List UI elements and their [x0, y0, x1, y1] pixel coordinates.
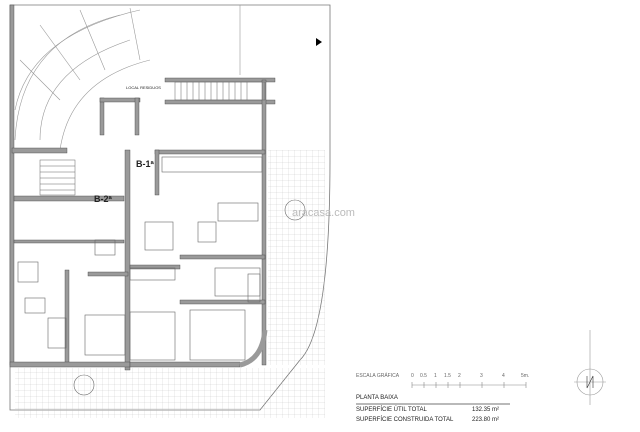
- ramp-arcs: [14, 7, 151, 151]
- walls: [9, 4, 276, 371]
- entry-arrow-icon: [316, 38, 322, 46]
- scale-tick: 5m.: [521, 373, 530, 379]
- scale-tick: 1.5: [444, 373, 451, 379]
- unit-label-b1: B-1ª: [136, 159, 154, 169]
- stairs: [39, 81, 266, 196]
- scale-tick: 0: [411, 373, 414, 379]
- scale-tick: 2: [458, 373, 461, 379]
- scale-bar: [411, 382, 527, 388]
- scale-tick: 3: [480, 373, 483, 379]
- area-label: SUPERFÍCIE ÚTIL TOTAL: [356, 407, 427, 413]
- terrace-right: [268, 150, 325, 365]
- plan-title: PLANTA BAIXA: [356, 395, 398, 401]
- area-label: SUPERFÍCIE CONSTRUIDA TOTAL: [356, 417, 454, 423]
- unit-label-b2: B-2ª: [94, 194, 112, 204]
- scale-tick: 0.5: [420, 373, 427, 379]
- scale-tick: 4: [502, 373, 505, 379]
- north-compass-icon: [574, 330, 606, 405]
- terrace-bottom: [15, 368, 325, 418]
- scale-tick: 1: [434, 373, 437, 379]
- curved-wall: [239, 329, 268, 368]
- room-label-local-residuos: LOCAL RESIDUOS: [126, 85, 161, 90]
- area-value: 132.35 m²: [472, 407, 500, 413]
- furniture: [17, 156, 306, 396]
- scale-label: ESCALA GRÁFICA: [356, 373, 400, 379]
- watermark: aracasa.com: [292, 207, 355, 219]
- area-value: 223.80 m²: [472, 417, 500, 423]
